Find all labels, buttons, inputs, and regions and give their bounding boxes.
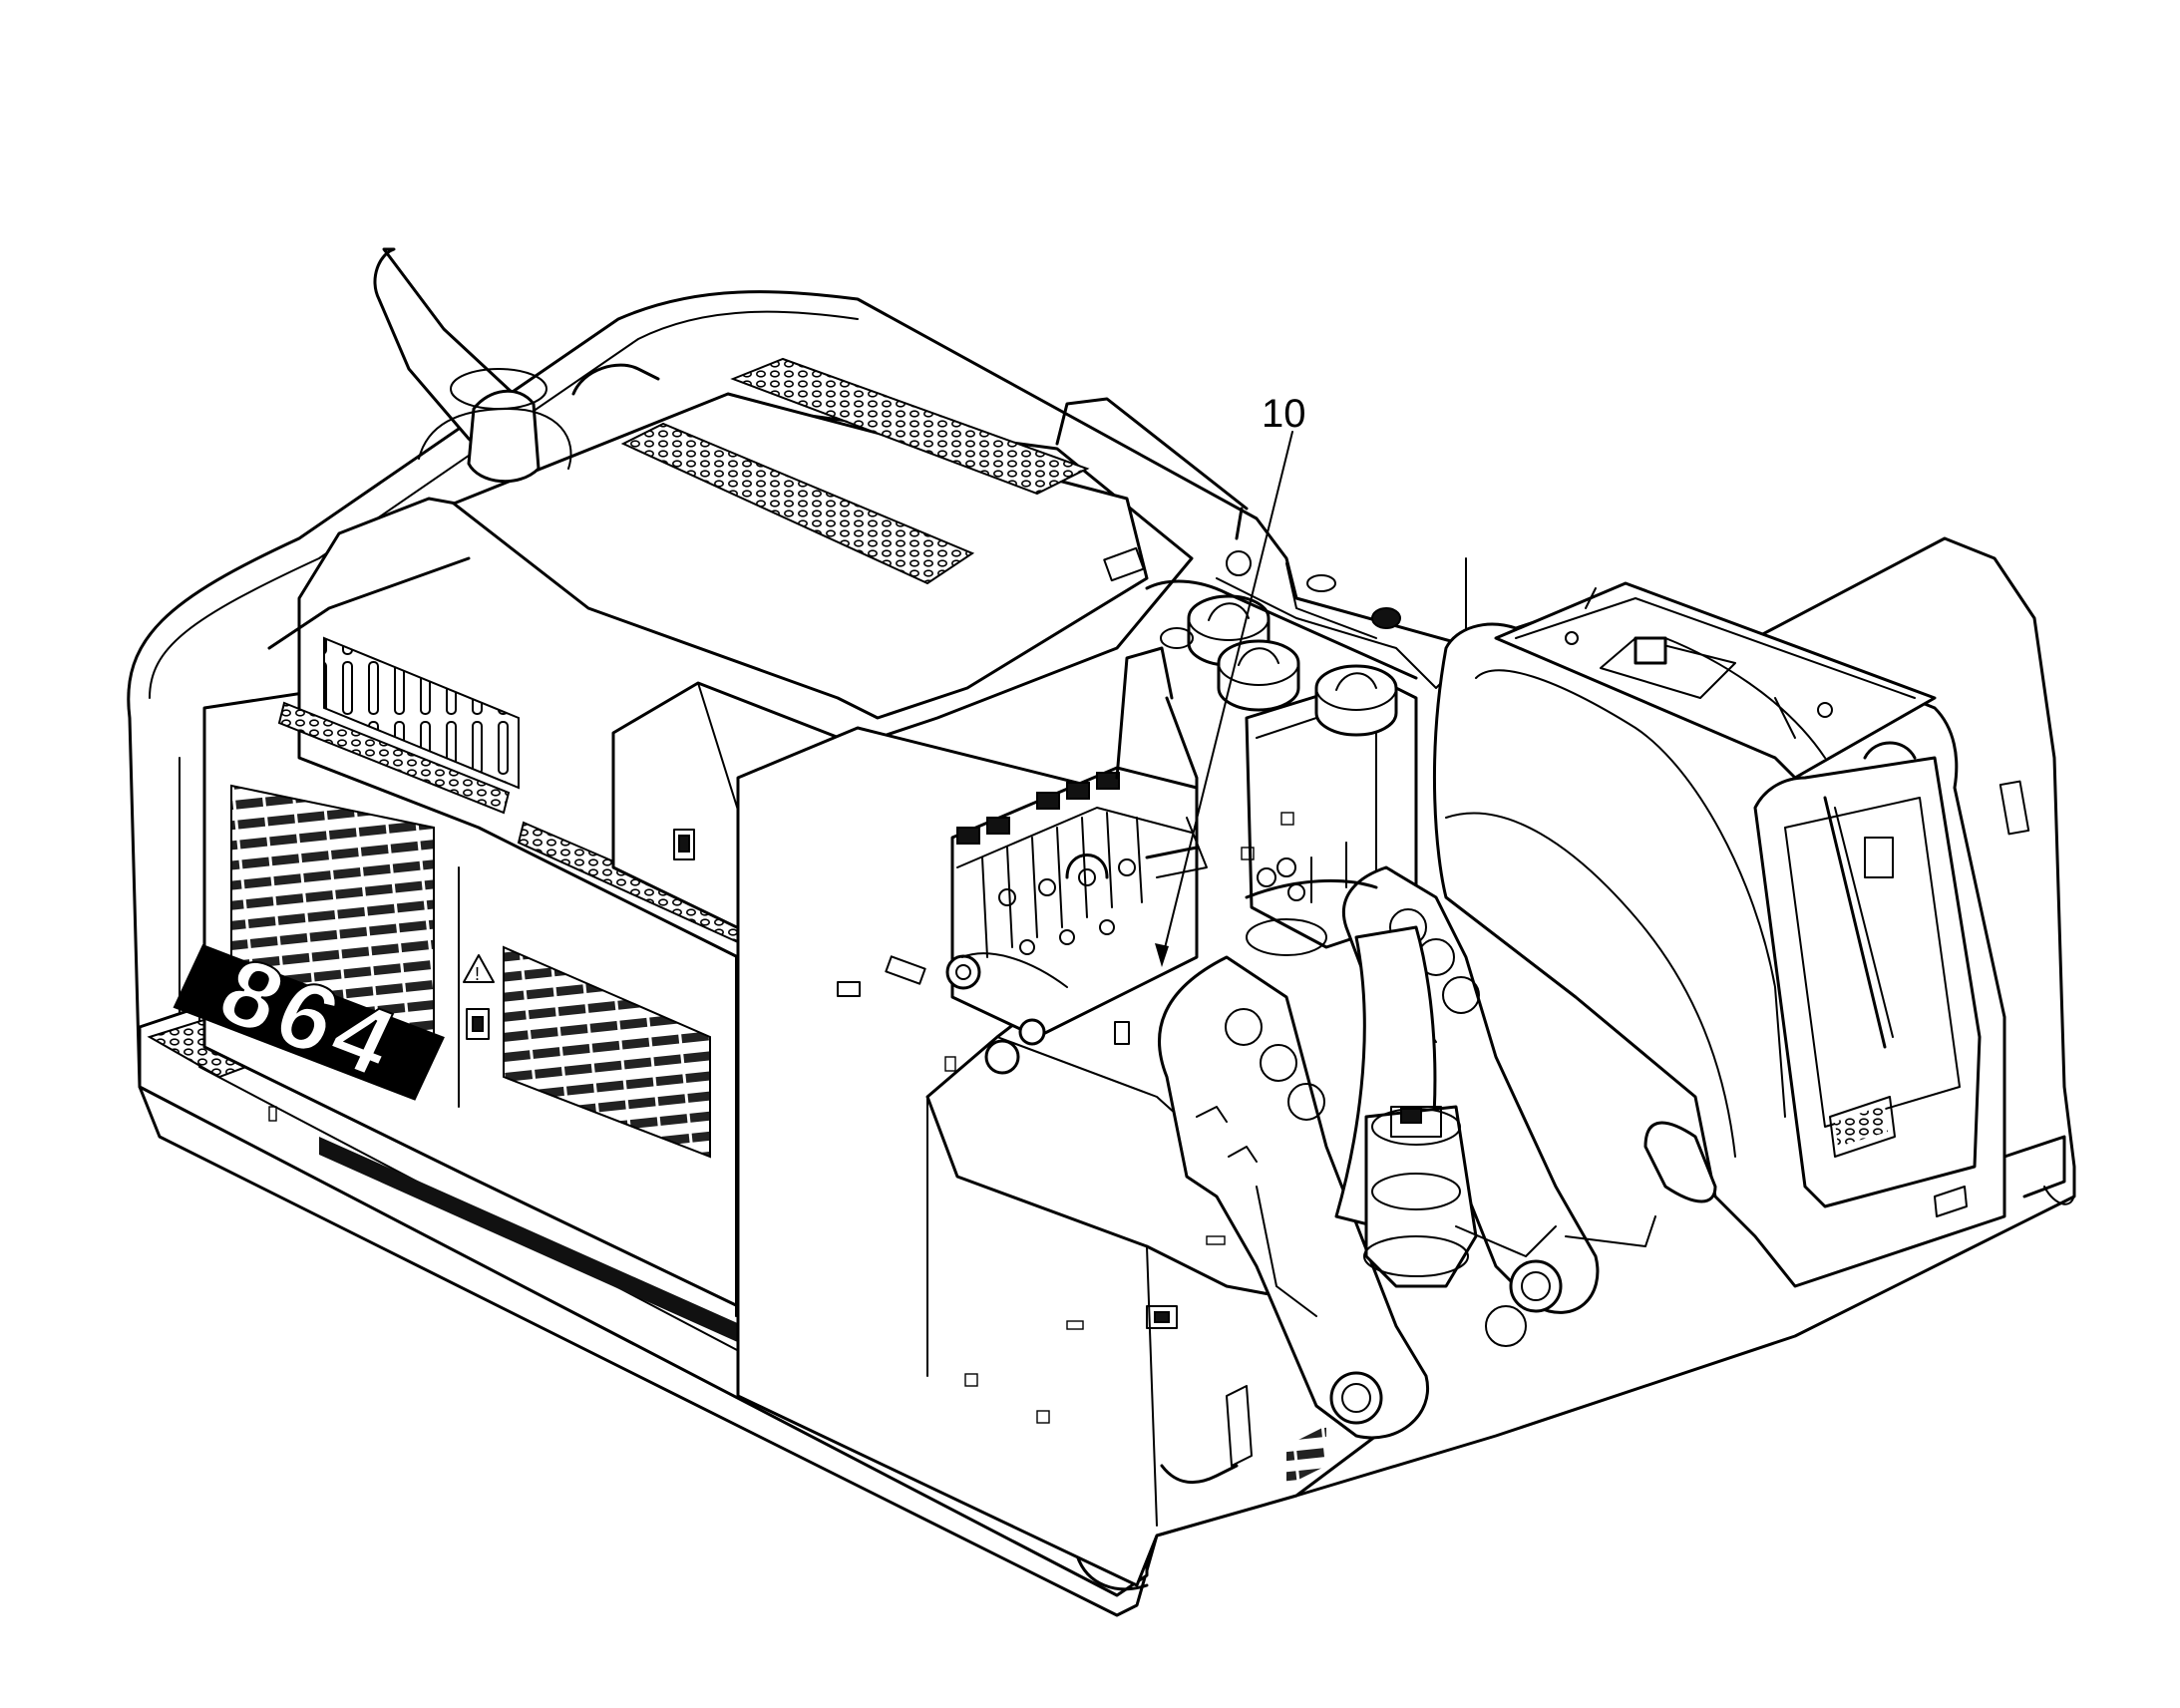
callout-10-label: 10	[1262, 392, 1306, 436]
control-valve-block	[837, 646, 1208, 1075]
callout-10: 10	[1155, 392, 1306, 967]
callout-10-leader-line	[1161, 431, 1293, 961]
svg-text:!: !	[475, 964, 480, 984]
operator-cab	[1432, 581, 2075, 1288]
boom-mount-brackets	[1158, 865, 1656, 1440]
callout-10-arrowhead	[1155, 943, 1169, 967]
model-marking-864: 864	[173, 937, 445, 1101]
handrails	[267, 363, 1418, 680]
